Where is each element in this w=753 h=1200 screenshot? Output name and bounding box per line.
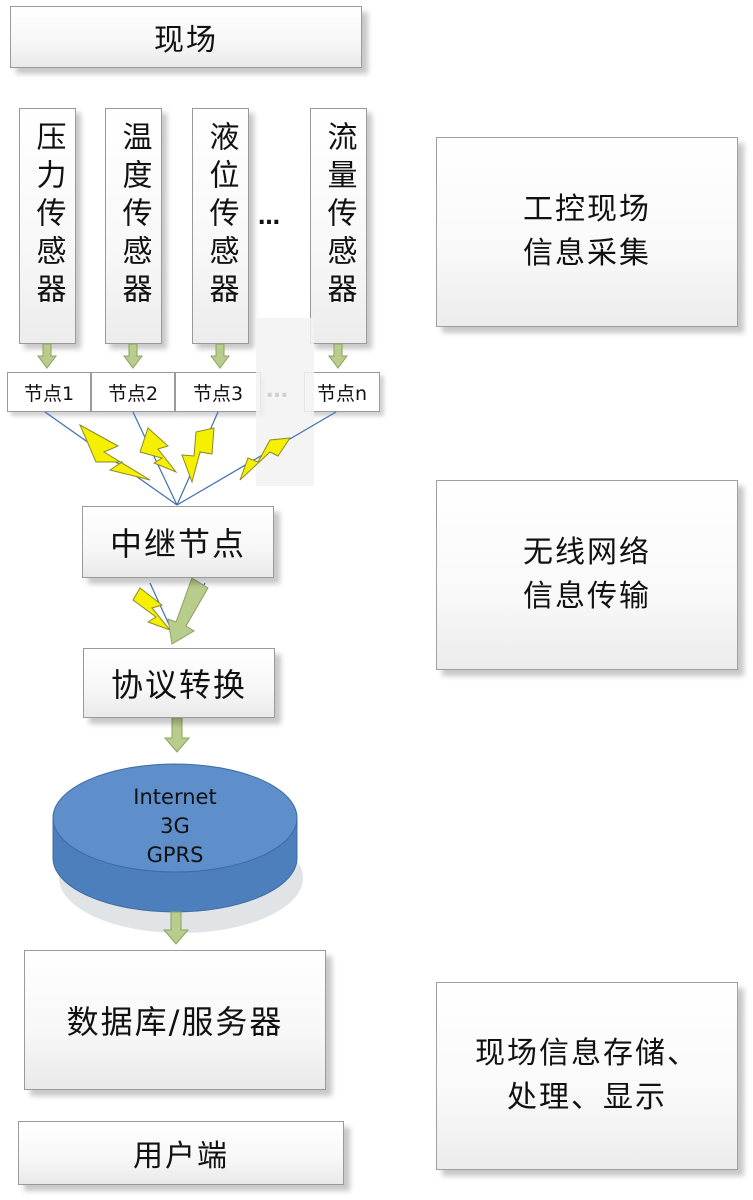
protocol-arrow-icon xyxy=(163,717,191,753)
panel-wireless-transmission-line1: 无线网络 xyxy=(523,535,651,570)
flow-sensor-label: 流量传感器 xyxy=(321,121,357,311)
disk-arrow-icon xyxy=(162,911,190,945)
network-line-gprs: GPRS xyxy=(146,843,204,867)
field-label: 现场 xyxy=(154,23,218,58)
level-sensor: 液位传感器 xyxy=(192,108,249,344)
panel-field-collection: 工控现场 信息采集 xyxy=(436,137,738,327)
database-server-box: 数据库/服务器 xyxy=(24,950,326,1090)
panel-storage-display-line1: 现场信息存储、 xyxy=(475,1036,699,1071)
network-line-internet: Internet xyxy=(133,785,217,809)
wireless-lightning-icons xyxy=(78,423,292,632)
network-disk xyxy=(52,763,303,933)
panel-field-collection-line1: 工控现场 xyxy=(523,192,651,227)
field-box: 现场 xyxy=(10,6,362,68)
arrow-down-icon xyxy=(328,343,348,369)
panel-storage-display: 现场信息存储、 处理、显示 xyxy=(436,982,738,1170)
temperature-sensor-label: 温度传感器 xyxy=(116,121,152,311)
node-3: 节点3 xyxy=(175,372,261,412)
database-server-label: 数据库/服务器 xyxy=(66,1003,284,1041)
relay-node-label: 中继节点 xyxy=(109,525,246,563)
panel-wireless-transmission: 无线网络 信息传输 xyxy=(436,480,738,670)
temperature-sensor: 温度传感器 xyxy=(105,108,162,344)
lightning-icon xyxy=(181,427,215,484)
arrow-down-icon xyxy=(37,343,57,369)
lightning-icon xyxy=(132,587,172,632)
arrow-down-icon xyxy=(123,343,143,369)
panel-storage-display-line2: 处理、显示 xyxy=(507,1080,667,1115)
relay-node-box: 中继节点 xyxy=(82,506,274,578)
protocol-conversion-label: 协议转换 xyxy=(110,666,247,704)
lightning-icon xyxy=(78,423,151,481)
level-sensor-label: 液位传感器 xyxy=(203,121,239,311)
user-end-box: 用户端 xyxy=(18,1121,344,1185)
flow-sensor: 流量传感器 xyxy=(310,108,367,344)
node-2: 节点2 xyxy=(91,372,175,412)
lightning-icon xyxy=(239,437,292,481)
protocol-conversion-box: 协议转换 xyxy=(83,648,275,718)
node-1: 节点1 xyxy=(7,372,91,412)
sensor-ellipsis: … xyxy=(258,205,281,230)
sensor-node-arrows xyxy=(37,343,348,369)
node-n: 节点n xyxy=(304,372,380,412)
arrow-down-icon xyxy=(210,343,230,369)
panel-wireless-transmission-line2: 信息传输 xyxy=(523,579,651,614)
pressure-sensor-label: 压力传感器 xyxy=(30,121,66,311)
user-end-label: 用户端 xyxy=(133,1139,229,1174)
relay-arrow-icon xyxy=(167,577,209,645)
panel-field-collection-line2: 信息采集 xyxy=(523,236,651,271)
network-line-3g: 3G xyxy=(160,814,190,838)
lightning-icon xyxy=(139,427,178,474)
